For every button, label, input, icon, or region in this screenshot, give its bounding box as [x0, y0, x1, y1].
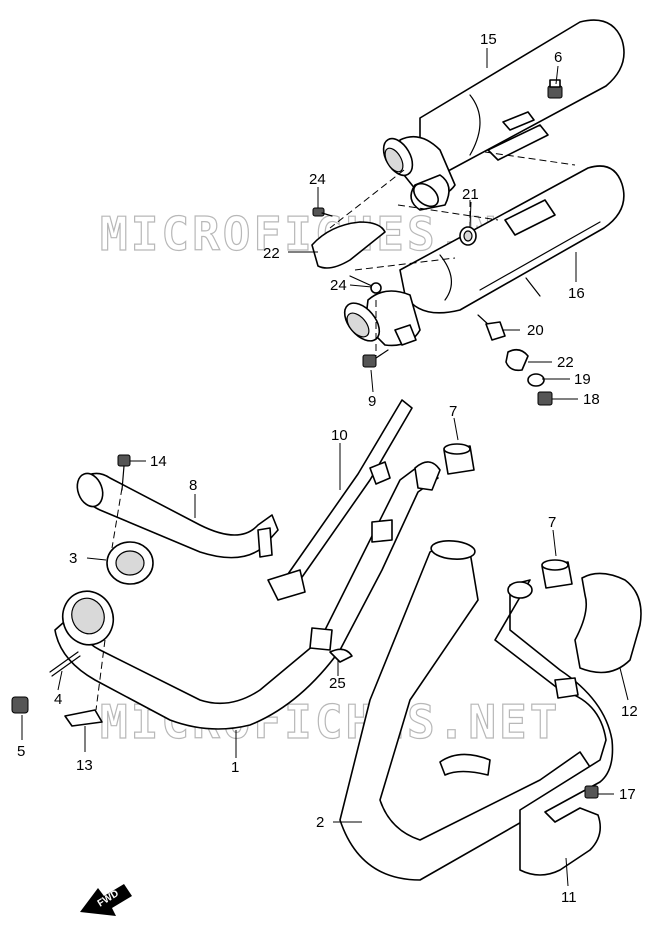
- callout-17: 17: [619, 786, 636, 803]
- muffler-lower: [343, 165, 625, 347]
- callout-16: 16: [568, 285, 585, 302]
- muffler-upper: [382, 19, 625, 211]
- callout-1: 1: [231, 759, 239, 776]
- callout-11: 11: [561, 889, 577, 906]
- callout-14: 14: [150, 453, 167, 470]
- washer-19: [527, 373, 545, 387]
- callout-7-lower: 7: [548, 514, 556, 531]
- callout-13: 13: [76, 757, 93, 774]
- callout-8: 9: [368, 393, 376, 410]
- callout-25: 25: [329, 675, 346, 692]
- nut-5: [11, 696, 29, 714]
- callout-2: 2: [316, 814, 324, 831]
- callout-9: 8: [189, 477, 197, 494]
- nut-6: [547, 79, 563, 99]
- clamp-25: [329, 648, 353, 663]
- cushion-21: [505, 348, 529, 372]
- callout-5: 5: [17, 743, 25, 760]
- bolt-17: [584, 785, 599, 799]
- stud-bolt-4: [49, 651, 81, 677]
- callout-19: 19: [574, 371, 591, 388]
- callout-3: 3: [69, 550, 77, 567]
- callout-12: 12: [621, 703, 638, 720]
- exhaust-pipe-10: [267, 399, 413, 601]
- exhaust-pipe-1: [54, 461, 441, 730]
- callout-10: 10: [331, 427, 348, 444]
- exhaust-pipe-2: [339, 540, 593, 881]
- callout-20: 20: [527, 322, 544, 339]
- bracket-13: [64, 709, 103, 727]
- callout-labels: 15 6 24 21 22 24 16 20 22 19 18 9 10 7 1…: [17, 31, 638, 906]
- callout-6: 6: [554, 49, 562, 66]
- exhaust-pipe-11: [494, 579, 614, 876]
- callout-24-upper: 24: [309, 171, 326, 188]
- forward-direction-arrow: FWD: [80, 884, 132, 916]
- callout-15: 15: [480, 31, 497, 48]
- nut-18: [537, 391, 553, 406]
- heat-shield-23: [311, 221, 386, 269]
- callout-7-upper: 7: [449, 403, 457, 420]
- callout-4: 4: [54, 691, 62, 708]
- heat-cover-12: [574, 572, 642, 674]
- bolt-24-lower: [349, 275, 382, 294]
- callout-24-lower: 24: [330, 277, 347, 294]
- bushing-20: [477, 314, 506, 341]
- bolt-8: [362, 349, 389, 368]
- callout-23: 22: [263, 245, 280, 262]
- exhaust-pipe-9: [76, 472, 279, 559]
- callout-21: 22: [557, 354, 574, 371]
- callout-18: 18: [583, 391, 600, 408]
- leader-lines: [21, 48, 629, 887]
- callout-22: 21: [462, 186, 479, 203]
